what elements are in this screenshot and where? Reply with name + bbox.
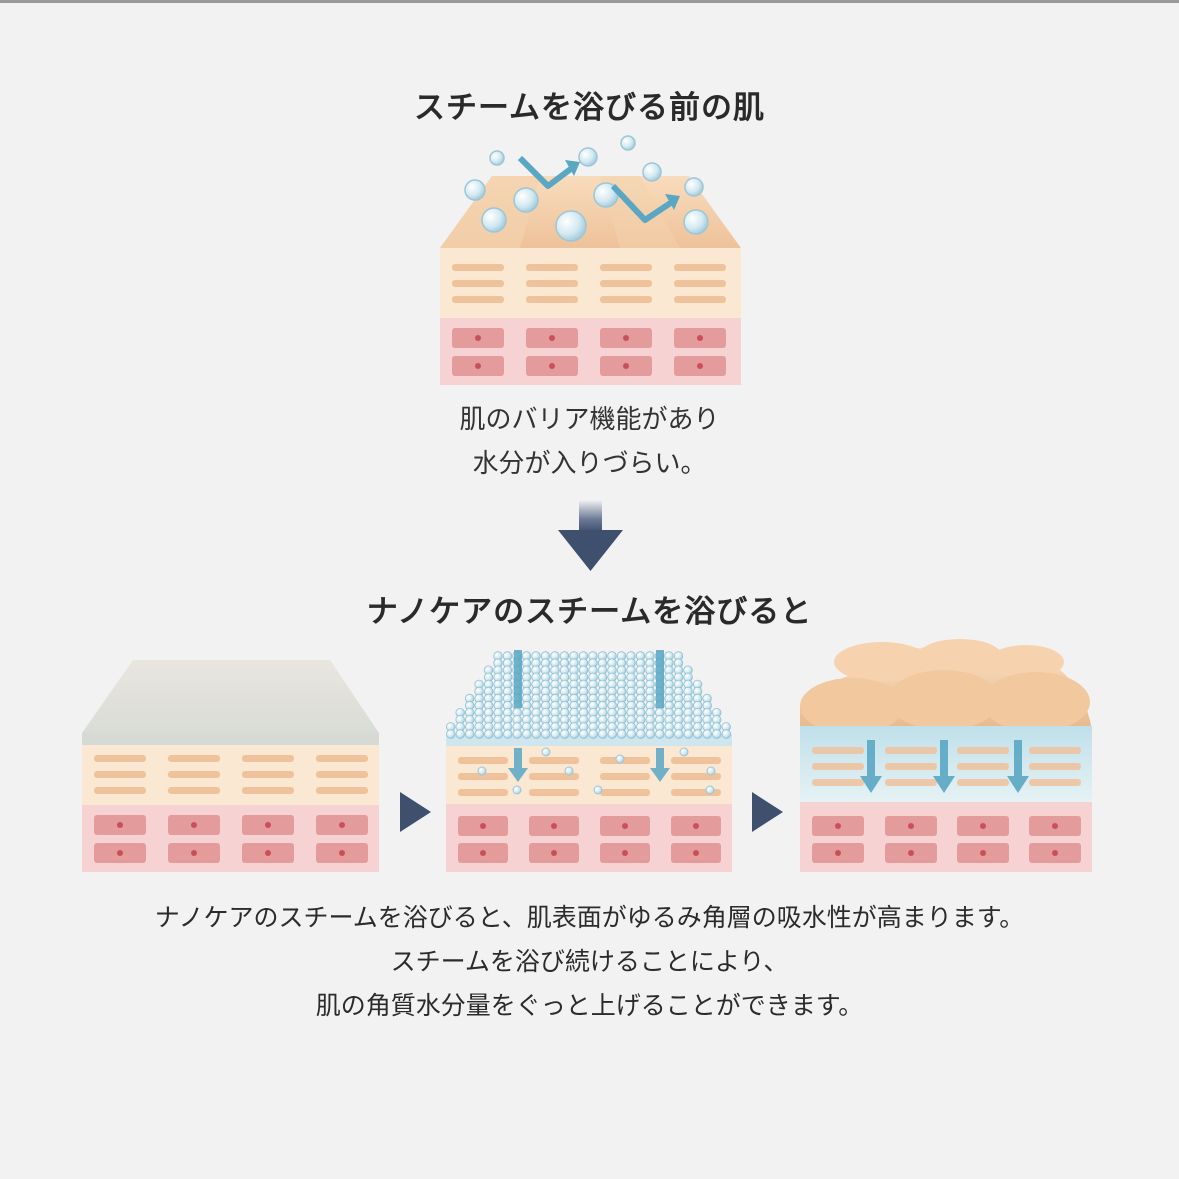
nano-droplet	[522, 729, 532, 739]
skin-after-stage-2	[446, 650, 732, 872]
nano-droplet	[636, 729, 646, 739]
nano-droplet	[541, 729, 551, 739]
top-border	[0, 0, 1179, 3]
description-line-2: スチームを浴び続けることにより、	[390, 947, 789, 976]
nano-droplet	[474, 729, 485, 739]
nano-droplet	[655, 729, 665, 739]
heading-after-steam: ナノケアのスチームを浴びると	[366, 594, 813, 630]
nano-droplet	[560, 729, 570, 739]
nano-droplet	[550, 729, 561, 739]
nano-droplet	[702, 729, 713, 739]
nano-droplet	[588, 729, 599, 739]
description-line-1: ナノケアのスチームを浴びると、肌表面がゆるみ角層の吸水性が高まります。	[154, 903, 1025, 932]
nano-droplet	[484, 729, 494, 739]
nano-droplet	[626, 729, 637, 739]
nano-droplet	[512, 729, 523, 739]
nano-droplet	[446, 729, 456, 739]
nano-droplet	[455, 729, 466, 739]
nano-droplet	[503, 729, 513, 739]
nano-droplet	[721, 729, 732, 739]
moisture-arrow-icon	[860, 740, 1029, 793]
nano-droplet	[645, 729, 656, 739]
description-text: ナノケアのスチームを浴びると、肌表面がゆるみ角層の吸水性が高まります。 スチーム…	[0, 896, 1179, 1028]
nano-droplet	[531, 729, 542, 739]
nano-droplet	[598, 729, 608, 739]
nano-droplet	[693, 729, 703, 739]
heading-before-steam: スチームを浴びる前の肌	[413, 90, 766, 126]
nano-droplet	[674, 729, 684, 739]
caption-before-steam: 肌のバリア機能があり 水分が入りづらい。	[0, 398, 1179, 486]
down-arrow-icon	[558, 500, 623, 571]
nano-droplet	[607, 729, 618, 739]
right-arrow-icon	[752, 792, 783, 832]
nano-droplet	[664, 729, 675, 739]
caption-line-1: 肌のバリア機能があり	[459, 405, 720, 435]
nano-droplet	[493, 729, 504, 739]
right-arrow-icon	[400, 792, 431, 832]
nano-droplet-layer	[446, 651, 732, 739]
nano-droplet	[712, 729, 722, 739]
description-line-3: 肌の角質水分量をぐっと上げることができます。	[315, 991, 864, 1020]
nano-droplet	[569, 729, 580, 739]
caption-line-2: 水分が入りづらい。	[472, 449, 707, 479]
skin-before-diagram	[440, 135, 741, 385]
skin-after-stage-3	[800, 639, 1092, 872]
skin-after-stage-1	[82, 660, 379, 872]
moisture-arrow-icon	[517, 155, 674, 223]
nano-droplet	[617, 729, 627, 739]
nano-droplet	[683, 729, 694, 739]
nano-droplet	[579, 729, 589, 739]
nano-droplet	[465, 729, 475, 739]
